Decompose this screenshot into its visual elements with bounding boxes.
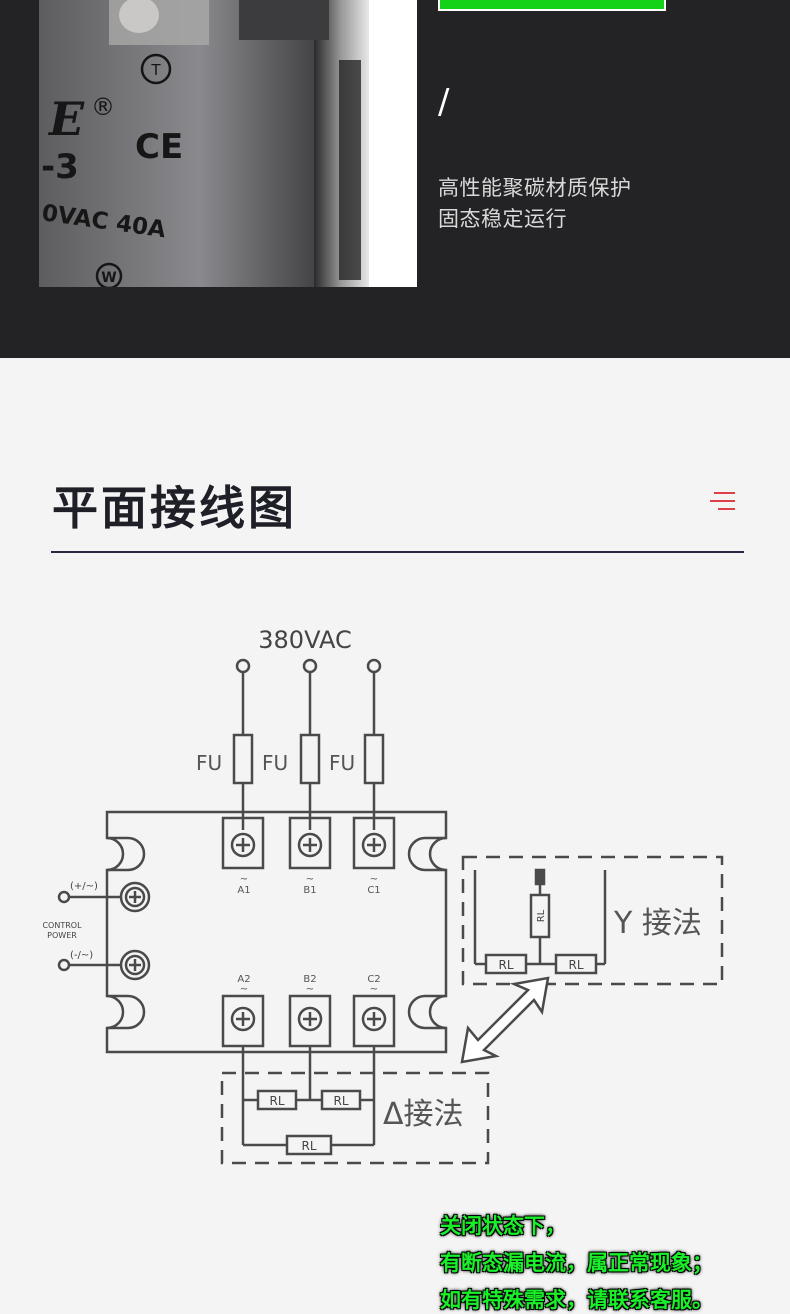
supply-terminal-b	[302, 658, 318, 674]
terminal-c1	[352, 816, 396, 870]
fuse-c	[363, 733, 385, 785]
wiring-diagram: 380VAC FU FU FU A1 B1 C1 ~ ~	[42, 626, 724, 1165]
terminal-label-c1: C1	[367, 885, 380, 896]
fuse-a	[232, 733, 254, 785]
control-label-2: POWER	[47, 931, 77, 940]
svg-text:~: ~	[370, 874, 378, 885]
fuse-b	[299, 733, 321, 785]
brand-text: E	[47, 92, 85, 146]
title-rule	[51, 551, 744, 553]
note-line-1: 关闭状态下，	[440, 1214, 566, 1238]
terminal-b1	[288, 816, 332, 870]
svg-text:~: ~	[306, 874, 314, 885]
section-title: 平面接线图	[52, 481, 297, 535]
leakage-note: 关闭状态下， 有断态漏电流，属正常现象； 如有特殊需求，请联系客服。	[432, 1200, 732, 1312]
fuse-label-a: FU	[196, 751, 222, 775]
control-minus-label: (-/~)	[70, 950, 93, 961]
svg-text:~: ~	[240, 874, 248, 885]
registered-mark: ®	[91, 93, 115, 121]
delta-label: Δ接法	[383, 1097, 464, 1132]
y-resistor-vertical-label: RL	[536, 909, 547, 922]
control-plus-label: (+/~)	[70, 881, 98, 892]
fuse-label-b: FU	[262, 751, 288, 775]
y-resistor-left-label: RL	[498, 958, 513, 972]
relay-product-photo: T E ® CE -3 0VAC 40A W	[39, 0, 417, 287]
control-label-1: CONTROL	[42, 921, 82, 930]
y-box	[461, 855, 724, 986]
feature-line-2: 固态稳定运行	[438, 207, 567, 231]
terminal-a1	[221, 816, 265, 870]
connection-arrow-up	[460, 976, 550, 1064]
delta-resistor-3-label: RL	[301, 1139, 316, 1153]
t-mark: T	[150, 61, 161, 79]
model-text: -3	[41, 147, 79, 187]
y-resistor-right-label: RL	[568, 958, 583, 972]
green-tag	[438, 0, 666, 11]
terminal-label-b1: B1	[303, 885, 316, 896]
terminal-label-a1: A1	[237, 885, 250, 896]
terminal-label-b2: B2	[303, 974, 316, 985]
delta-box	[220, 1071, 490, 1165]
ce-mark: CE	[135, 127, 183, 167]
supply-terminal-a	[235, 658, 251, 674]
supply-terminal-c	[366, 658, 382, 674]
note-line-3: 如有特殊需求，请联系客服。	[440, 1288, 713, 1312]
svg-text:~: ~	[306, 984, 314, 995]
y-label: Y 接法	[613, 906, 702, 941]
svg-text:~: ~	[370, 984, 378, 995]
fuse-label-c: FU	[329, 751, 355, 775]
svg-text:~: ~	[240, 984, 248, 995]
menu-lines-icon	[710, 492, 735, 510]
relay-body	[105, 810, 448, 1054]
delta-resistor-2-label: RL	[333, 1094, 348, 1108]
terminal-label-a2: A2	[237, 974, 250, 985]
note-line-2: 有断态漏电流，属正常现象；	[440, 1251, 713, 1275]
slash-divider: /	[438, 82, 450, 122]
supply-label: 380VAC	[258, 626, 351, 654]
w-mark: W	[101, 270, 116, 286]
terminal-label-c2: C2	[367, 974, 380, 985]
product-panel: T E ® CE -3 0VAC 40A W / 高性能聚碳材质保护 固态稳定运…	[0, 0, 790, 358]
feature-line-1: 高性能聚碳材质保护	[438, 176, 632, 200]
delta-resistor-1-label: RL	[269, 1094, 284, 1108]
